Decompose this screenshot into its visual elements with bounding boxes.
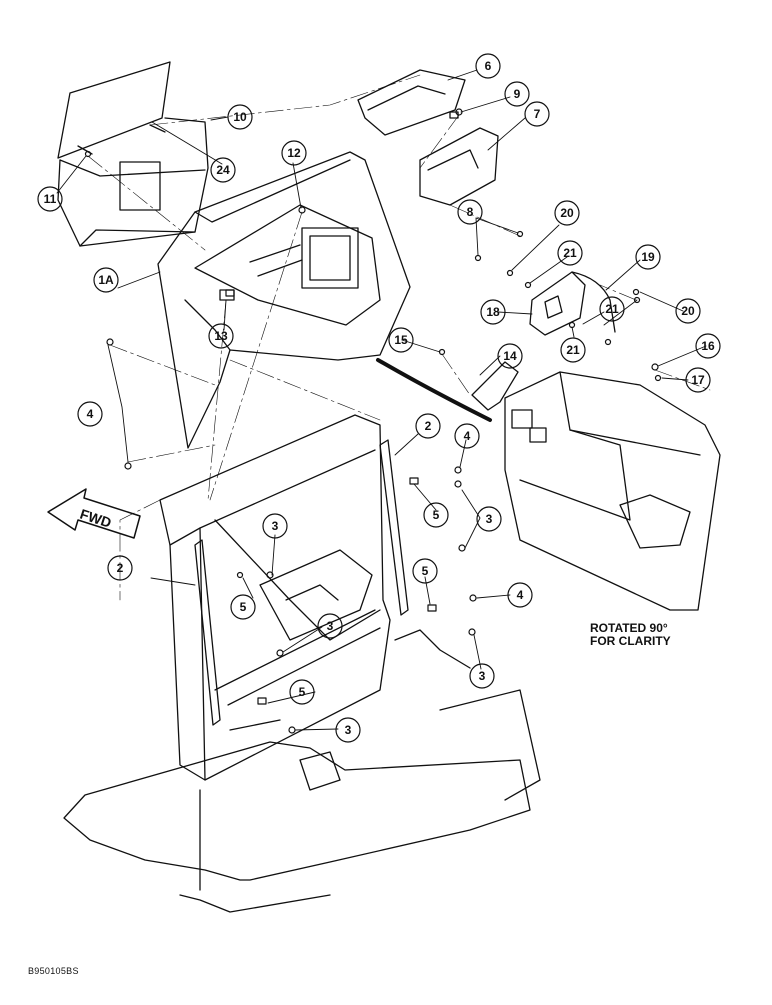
- console-frame-drawing: [159, 414, 391, 781]
- svg-text:19: 19: [641, 250, 655, 264]
- callout-3: 3: [469, 663, 495, 689]
- svg-text:3: 3: [327, 619, 334, 633]
- callout-12: 12: [281, 140, 307, 166]
- callout-4: 4: [77, 401, 103, 427]
- svg-text:14: 14: [503, 349, 517, 363]
- console-cover-drawing: [157, 151, 411, 449]
- svg-text:12: 12: [287, 146, 301, 160]
- callout-2: 2: [107, 555, 133, 581]
- svg-text:7: 7: [534, 107, 541, 121]
- view-lead-line: [376, 358, 492, 422]
- svg-text:5: 5: [422, 564, 429, 578]
- callout-4: 4: [507, 582, 533, 608]
- svg-text:4: 4: [87, 407, 94, 421]
- svg-text:21: 21: [566, 343, 580, 357]
- callout-16: 16: [695, 333, 721, 359]
- svg-text:21: 21: [605, 302, 619, 316]
- bracket-harness-drawing: [529, 271, 616, 336]
- callout-19: 19: [635, 244, 661, 270]
- rotation-note-line-2: FOR CLARITY: [590, 634, 671, 648]
- svg-text:15: 15: [394, 333, 408, 347]
- callout-3: 3: [317, 613, 343, 639]
- callout-2: 2: [415, 413, 441, 439]
- right-strip-drawing: [379, 439, 409, 616]
- svg-text:4: 4: [464, 429, 471, 443]
- fwd-arrow-icon: [47, 488, 141, 539]
- svg-text:16: 16: [701, 339, 715, 353]
- callout-11: 11: [37, 186, 63, 212]
- callout-20: 20: [554, 200, 580, 226]
- floor-drawing: [63, 629, 541, 913]
- svg-text:3: 3: [272, 519, 279, 533]
- callout-14: 14: [497, 343, 523, 369]
- callout-1a: 1A: [93, 267, 119, 293]
- svg-text:4: 4: [517, 588, 524, 602]
- callout-6: 6: [475, 53, 501, 79]
- svg-text:20: 20: [560, 206, 574, 220]
- phantom-lines: [87, 74, 711, 601]
- svg-text:8: 8: [467, 205, 474, 219]
- fasteners: [84, 108, 662, 734]
- callout-21: 21: [560, 337, 586, 363]
- callout-balloons: 1A 2 2 3 3 3 3 3 4 4 4 5 5 5 5 6 7 8 9 1…: [37, 53, 721, 743]
- svg-text:5: 5: [240, 600, 247, 614]
- storage-bin-drawing: [57, 61, 209, 247]
- svg-text:11: 11: [44, 192, 57, 206]
- left-strip-drawing: [194, 539, 221, 726]
- svg-text:13: 13: [214, 329, 228, 343]
- callout-7: 7: [524, 101, 550, 127]
- svg-text:21: 21: [563, 246, 577, 260]
- svg-text:2: 2: [425, 419, 432, 433]
- rotation-note: ROTATED 90° FOR CLARITY: [590, 622, 671, 648]
- svg-text:5: 5: [299, 685, 306, 699]
- svg-text:5: 5: [433, 508, 440, 522]
- callout-9: 9: [504, 81, 530, 107]
- callout-3: 3: [335, 717, 361, 743]
- callout-4: 4: [454, 423, 480, 449]
- svg-text:20: 20: [681, 304, 695, 318]
- callout-17: 17: [685, 367, 711, 393]
- svg-text:17: 17: [691, 373, 705, 387]
- callout-18: 18: [480, 299, 506, 325]
- callout-20: 20: [675, 298, 701, 324]
- callout-24: 24: [210, 157, 236, 183]
- callout-15: 15: [388, 327, 414, 353]
- callout-13: 13: [208, 323, 234, 349]
- callout-3: 3: [262, 513, 288, 539]
- rotation-note-line-1: ROTATED 90°: [590, 621, 668, 635]
- fwd-label: FWD: [78, 506, 113, 531]
- svg-text:10: 10: [233, 110, 247, 124]
- column-shroud-drawing: [357, 69, 499, 206]
- svg-text:3: 3: [479, 669, 486, 683]
- figure-id: B950105BS: [28, 966, 79, 976]
- callout-8: 8: [457, 199, 483, 225]
- callout-5: 5: [423, 502, 449, 528]
- rotated-cover-drawing: [504, 371, 721, 611]
- switch-panel-drawing: [471, 361, 519, 411]
- callout-5: 5: [230, 594, 256, 620]
- callout-10: 10: [227, 104, 253, 130]
- callout-3: 3: [476, 506, 502, 532]
- callout-21: 21: [599, 296, 625, 322]
- svg-text:24: 24: [216, 163, 230, 177]
- callout-5: 5: [412, 558, 438, 584]
- svg-text:6: 6: [485, 59, 492, 73]
- callout-5: 5: [289, 679, 315, 705]
- svg-text:9: 9: [514, 87, 521, 101]
- svg-text:3: 3: [345, 723, 352, 737]
- svg-text:18: 18: [486, 305, 500, 319]
- svg-text:2: 2: [117, 561, 124, 575]
- callout-21: 21: [557, 240, 583, 266]
- svg-text:3: 3: [486, 512, 493, 526]
- svg-text:1A: 1A: [98, 273, 114, 287]
